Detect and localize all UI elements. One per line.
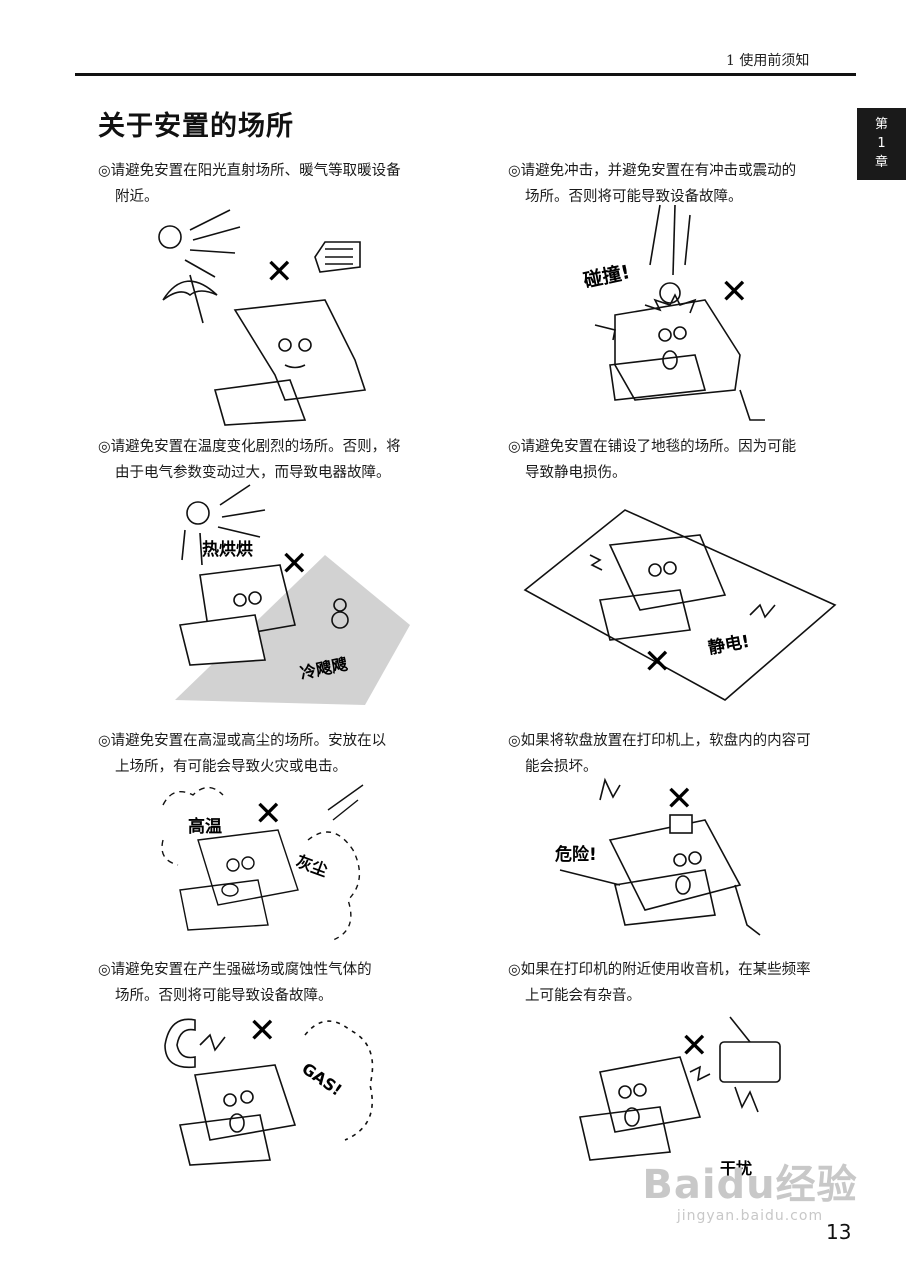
- baidu-watermark: Baidu经验 jingyan.baidu.com: [640, 1162, 860, 1224]
- x-mark-icon: ✕: [280, 544, 309, 584]
- x-mark-icon: ✕: [720, 272, 749, 312]
- paragraph-radio: ◎如果在打印机的附近使用收音机，在某些频率 上可能会有杂音。: [508, 957, 838, 1009]
- gas-label: GAS!: [298, 1059, 345, 1100]
- illustration-carpet: ✕ 静电!: [520, 505, 837, 705]
- paragraph-line: ◎请避免安置在产生强磁场或腐蚀性气体的: [98, 962, 372, 978]
- paragraph-line: 上场所，有可能会导致火灾或电击。: [115, 759, 347, 775]
- paragraph-humidity: ◎请避免安置在高湿或高尘的场所。安放在以 上场所，有可能会导致火灾或电击。: [98, 728, 428, 780]
- paragraph-line: ◎请避免安置在高湿或高尘的场所。安放在以: [98, 733, 387, 749]
- illustration-temperature: ✕ 热烘烘 冷飕飕: [170, 475, 415, 715]
- chapter-side-tab: 第 1 章: [857, 108, 906, 180]
- paragraph-temperature: ◎请避免安置在温度变化剧烈的场所。否则，将 由于电气参数变动过大，而导致电器故障…: [98, 434, 428, 486]
- illustration-radio: ✕ 干扰: [570, 1012, 790, 1178]
- paragraph-sunlight: ◎请避免安置在阳光直射场所、暖气等取暖设备 附近。: [98, 158, 428, 210]
- illustration-magnet-gas: ✕ GAS!: [155, 1005, 385, 1180]
- x-mark-icon: ✕: [265, 252, 294, 292]
- side-tab-line1: 第: [874, 117, 888, 132]
- page-number: 13: [826, 1220, 852, 1244]
- paragraph-line: 由于电气参数变动过大，而导致电器故障。: [115, 465, 391, 481]
- paragraph-line: 导致静电损伤。: [525, 465, 627, 481]
- page-title: 关于安置的场所: [98, 111, 294, 142]
- paragraph-line: 场所。否则将可能导致设备故障。: [115, 988, 333, 1004]
- paragraph-floppy: ◎如果将软盘放置在打印机上，软盘内的内容可 能会损坏。: [508, 728, 838, 780]
- side-tab-line2: 1: [877, 136, 886, 151]
- paragraph-line: 上可能会有杂音。: [525, 988, 641, 1004]
- x-mark-icon: ✕: [680, 1026, 709, 1066]
- paragraph-magnet: ◎请避免安置在产生强磁场或腐蚀性气体的 场所。否则将可能导致设备故障。: [98, 957, 428, 1009]
- chapter-header: 1 使用前须知: [726, 53, 810, 69]
- interference-label: 干扰: [720, 1159, 752, 1178]
- watermark-url: jingyan.baidu.com: [676, 1208, 824, 1224]
- paragraph-line: ◎如果将软盘放置在打印机上，软盘内的内容可: [508, 733, 811, 749]
- danger-label: 危险!: [554, 844, 597, 865]
- impact-label: 碰撞!: [581, 260, 631, 292]
- side-tab-line3: 章: [874, 155, 888, 170]
- header-rule: [75, 73, 856, 76]
- paragraph-line: ◎请避免安置在铺设了地毯的场所。因为可能: [508, 439, 797, 455]
- hot-label: 热烘烘: [202, 539, 253, 560]
- humid-label: 高温: [188, 816, 222, 837]
- paragraph-line: 能会损坏。: [525, 759, 598, 775]
- paragraph-line: ◎请避免安置在温度变化剧烈的场所。否则，将: [98, 439, 401, 455]
- paragraph-line: 场所。否则将可能导致设备故障。: [525, 189, 743, 205]
- static-label: 静电!: [706, 631, 751, 659]
- x-mark-icon: ✕: [248, 1011, 277, 1051]
- paragraph-line: ◎请避免安置在阳光直射场所、暖气等取暖设备: [98, 163, 401, 179]
- paragraph-line: ◎请避免冲击，并避免安置在有冲击或震动的: [508, 163, 797, 179]
- illustration-impact: ✕ 碰撞!: [575, 204, 775, 435]
- x-mark-icon: ✕: [643, 642, 672, 682]
- paragraph-carpet: ◎请避免安置在铺设了地毯的场所。因为可能 导致静电损伤。: [508, 434, 838, 486]
- x-mark-icon: ✕: [254, 794, 283, 834]
- illustration-floppy: ✕ 危险!: [554, 775, 770, 950]
- illustration-sun-heat: ✕: [145, 205, 385, 430]
- paragraph-line: 附近。: [115, 189, 159, 205]
- dust-label: 灰尘: [294, 851, 331, 880]
- paragraph-impact: ◎请避免冲击，并避免安置在有冲击或震动的 场所。否则将可能导致设备故障。: [508, 158, 838, 210]
- paragraph-line: ◎如果在打印机的附近使用收音机，在某些频率: [508, 962, 811, 978]
- watermark-logo: Baidu经验: [642, 1162, 858, 1208]
- x-mark-icon: ✕: [665, 779, 694, 819]
- illustration-humidity: ✕ 高温 灰尘: [158, 780, 373, 955]
